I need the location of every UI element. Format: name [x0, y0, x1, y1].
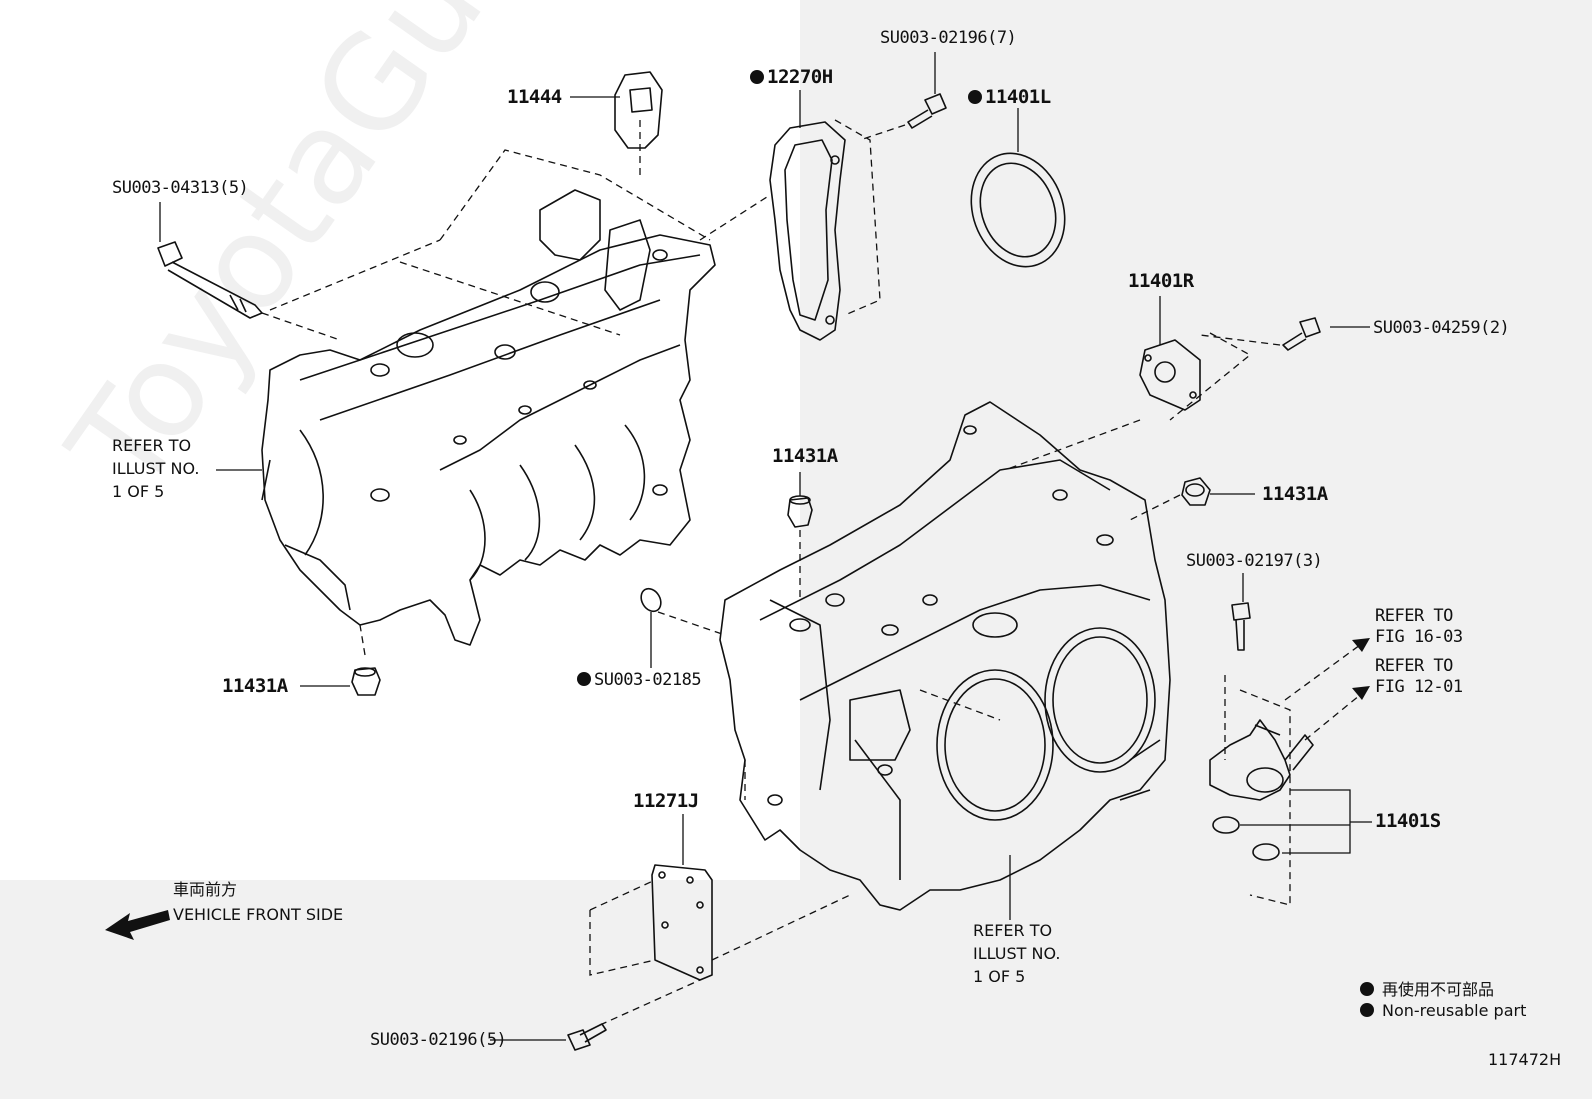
background-bottom	[0, 880, 800, 1099]
oring-02185-drawing	[640, 587, 662, 613]
label-su003-04259[interactable]: SU003-04259(2)	[1373, 318, 1510, 338]
label-su003-02197[interactable]: SU003-02197(3)	[1186, 551, 1323, 571]
note-refer-illust-bottom: REFER TO ILLUST NO. 1 OF 5	[973, 921, 1061, 986]
bolt-04313-drawing	[157, 241, 263, 319]
label-su003-04313[interactable]: SU003-04313(5)	[112, 178, 249, 198]
left-crankcase-drawing	[261, 189, 716, 646]
plug-11431A-drawings	[351, 477, 1211, 696]
non-reusable-dot-icon	[968, 90, 982, 104]
plate-11271J-drawing	[651, 864, 713, 981]
label-11444[interactable]: 11444	[507, 86, 562, 108]
legend-dot-icon	[1360, 982, 1374, 996]
non-reusable-dot-icon	[577, 672, 591, 686]
label-11431A-top[interactable]: 11431A	[772, 445, 838, 467]
label-su003-02185[interactable]: SU003-02185	[577, 670, 702, 690]
label-11401S[interactable]: 11401S	[1375, 810, 1441, 832]
cover-11401R-drawing	[1139, 339, 1201, 411]
bolt-04259-drawing	[1282, 317, 1321, 351]
bolt-02196-7-drawing	[907, 93, 947, 129]
label-su003-02196-5[interactable]: SU003-02196(5)	[370, 1030, 507, 1050]
bolt-02197-drawing	[1231, 602, 1251, 651]
right-crankcase-drawing	[719, 401, 1171, 911]
label-su003-02196-7[interactable]: SU003-02196(7)	[880, 28, 1017, 48]
label-11401R[interactable]: 11401R	[1128, 270, 1194, 292]
bolt-02196-5-drawing	[567, 1023, 607, 1051]
background-left	[0, 0, 800, 880]
non-reusable-dot-icon	[750, 70, 764, 84]
label-11431A-right[interactable]: 11431A	[1262, 483, 1328, 505]
background-right	[800, 0, 1592, 1099]
note-refer-fig-16-03[interactable]: REFER TO FIG 16-03	[1375, 606, 1463, 647]
note-refer-fig-12-01[interactable]: REFER TO FIG 12-01	[1375, 656, 1463, 697]
part-11444-drawing	[614, 71, 663, 149]
label-11431A-left[interactable]: 11431A	[222, 675, 288, 697]
legend-jp: 再使用不可部品	[1360, 976, 1494, 1000]
diagram-id: 117472H	[1488, 1050, 1562, 1069]
label-12270H[interactable]: 12270H	[750, 66, 833, 88]
legend-dot-icon	[1360, 1003, 1374, 1017]
label-11271J[interactable]: 11271J	[633, 790, 699, 812]
seal-11401L-drawing	[970, 152, 1066, 268]
label-11401L[interactable]: 11401L	[968, 86, 1051, 108]
note-refer-illust-left: REFER TO ILLUST NO. 1 OF 5	[112, 436, 200, 501]
vehicle-front-jp: 車両前方	[173, 880, 238, 899]
pipe-assembly-drawing	[1209, 719, 1314, 861]
gasket-12270H-drawing	[769, 121, 846, 341]
legend-en: Non-reusable part	[1360, 1001, 1526, 1020]
vehicle-front-en: VEHICLE FRONT SIDE	[173, 905, 344, 924]
